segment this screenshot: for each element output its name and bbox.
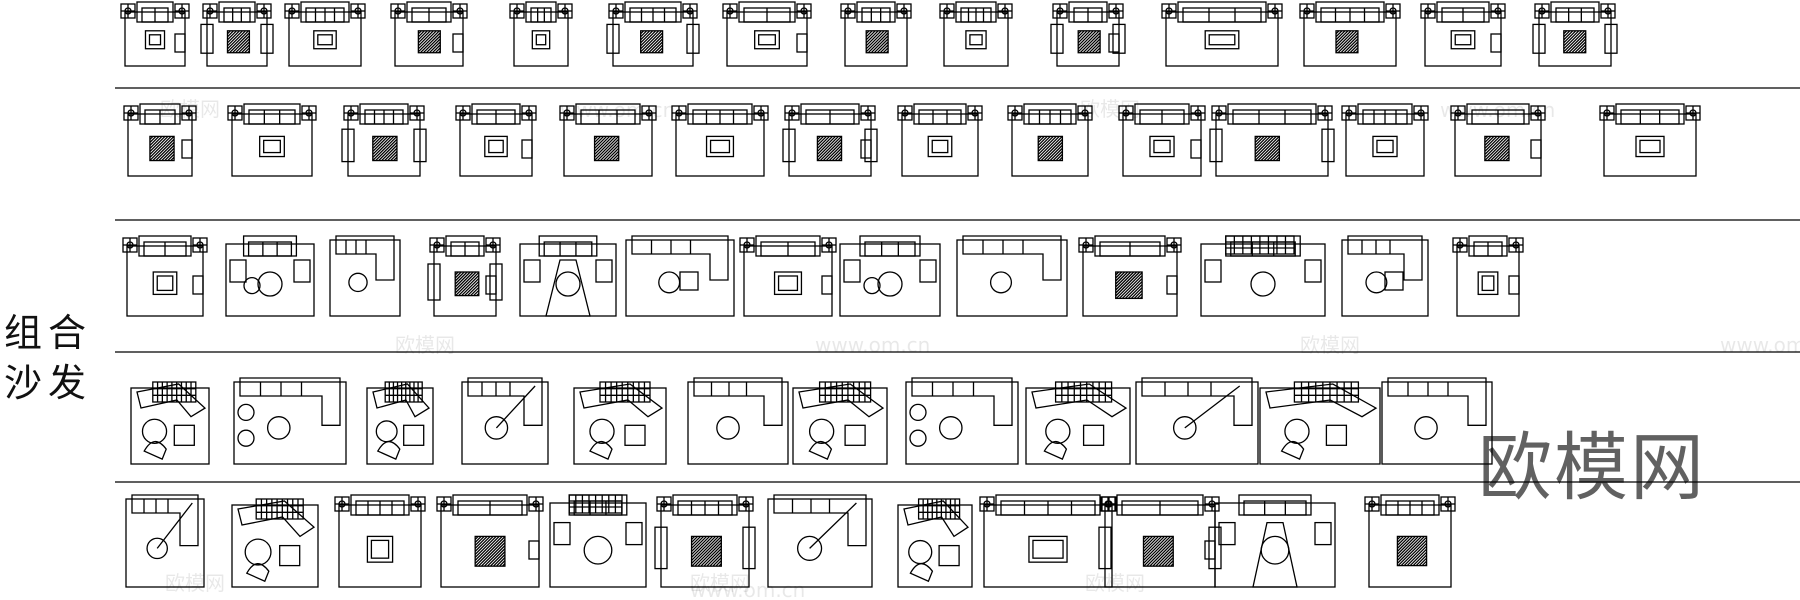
watermark-site-faint: www.om.cn — [815, 333, 930, 357]
sofa-plan — [606, 1, 700, 67]
row-4 — [130, 377, 1493, 465]
sofa-plan — [1452, 235, 1524, 317]
catalog-title-line-2: 沙发 — [4, 361, 93, 405]
sofa-plan — [1050, 1, 1126, 67]
sofa-plan — [1599, 103, 1701, 177]
sofa-plan — [390, 1, 468, 67]
sofa-plan — [1025, 381, 1131, 465]
watermark-faint: 欧模网 — [1085, 571, 1145, 595]
sofa-plan — [125, 494, 205, 588]
sofa-plan — [334, 494, 426, 588]
watermark-site-faint: www.om.cn — [690, 578, 805, 600]
sofa-plan — [427, 235, 503, 317]
sofa-plan — [455, 103, 537, 177]
sofa-plan — [123, 103, 197, 177]
sofa-plan — [227, 103, 317, 177]
brand-watermark: 欧模网 — [1478, 425, 1706, 511]
sofa-plan — [1341, 235, 1429, 317]
sofa-plan — [1341, 103, 1429, 177]
sofa-plan — [792, 381, 888, 465]
sofa-plan — [625, 235, 735, 317]
row-separators — [115, 87, 1800, 483]
sofa-plan — [329, 235, 401, 317]
sofa-plan — [1118, 103, 1206, 177]
sofa-plan — [1209, 103, 1335, 177]
sofa-plan — [122, 235, 208, 317]
watermark-faint: 欧模网 — [1300, 333, 1360, 357]
sofa-plan — [897, 498, 973, 588]
watermark-site-faint: www.om.cn — [560, 98, 675, 122]
sofa-plan — [509, 1, 573, 67]
sofa-plan — [1161, 1, 1283, 67]
sofa-plan — [1200, 235, 1326, 317]
sofa-plan — [897, 103, 983, 177]
sofa-plan — [1007, 103, 1093, 177]
catalog-title: 组合 沙发 — [4, 308, 104, 408]
sofa-plan — [1259, 381, 1381, 465]
sofa-plan — [782, 103, 878, 177]
sofa-plan — [231, 498, 319, 588]
sofa-plan — [840, 1, 912, 67]
sofa-plan — [905, 377, 1019, 465]
watermark-faint: 欧模网 — [160, 97, 220, 121]
row-3 — [122, 235, 1524, 317]
watermark-site-faint: www.om.cn — [1440, 98, 1555, 122]
row-5 — [125, 494, 1456, 588]
sofa-plan — [739, 235, 837, 317]
sofa-plans — [120, 1, 1701, 588]
sofa-plan — [233, 377, 347, 465]
sofa-plan — [1214, 494, 1336, 588]
sofa-plan — [461, 377, 549, 465]
watermark-faint: 欧模网 — [1080, 97, 1140, 121]
sofa-plan — [200, 1, 274, 67]
sofa-plan — [1364, 494, 1456, 588]
sofa-plan — [767, 494, 873, 588]
sofa-plan — [284, 1, 366, 67]
watermark-site-faint: www.om.cn — [1720, 333, 1800, 357]
row-2 — [123, 103, 1701, 177]
watermark-faint: 欧模网 — [165, 571, 225, 595]
sofa-plan — [1381, 377, 1493, 465]
sofa-plan — [559, 103, 657, 177]
row-1 — [120, 1, 1618, 67]
sofa-plan — [1420, 1, 1506, 67]
sofa-plan — [573, 381, 667, 465]
sofa-plan — [1450, 103, 1546, 177]
sofa-plan — [671, 103, 769, 177]
watermark-faint: 欧模网 — [395, 333, 455, 357]
sofa-plan — [939, 1, 1013, 67]
sofa-plan — [120, 1, 190, 67]
sofa-plan — [1299, 1, 1401, 67]
sofa-plan — [436, 494, 544, 588]
catalog-title-line-1: 组合 — [4, 311, 93, 355]
sofa-plan — [519, 235, 617, 317]
sofa-plan — [1135, 377, 1259, 465]
sofa-plan — [225, 235, 315, 317]
sofa-plan — [722, 1, 812, 67]
sofa-plan — [1078, 235, 1182, 317]
sofa-plan — [549, 494, 647, 588]
sofa-plan — [839, 235, 941, 317]
sofa-plan — [654, 494, 756, 588]
watermark-faint: 欧模网 — [690, 571, 750, 595]
sofa-plan — [1532, 1, 1618, 67]
sofa-plan — [366, 381, 434, 465]
sofa-plan — [956, 235, 1068, 317]
sofa-plan — [687, 377, 789, 465]
sofa-plan — [341, 103, 427, 177]
sofa-plan — [130, 381, 210, 465]
